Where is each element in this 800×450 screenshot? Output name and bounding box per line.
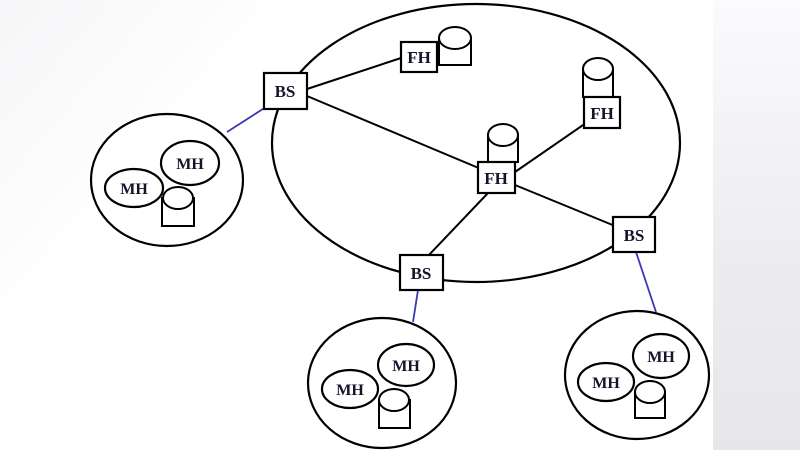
mobile-host-node: MH (376, 342, 436, 388)
mobile-host-label: MH (120, 181, 148, 198)
desktop-cylinder-icon (161, 186, 195, 227)
wired-link-bs-left-fh-center (306, 95, 482, 170)
mobile-host-label: MH (592, 375, 620, 392)
desktop-cylinder-icon (634, 380, 666, 419)
base-station-label: BS (624, 226, 645, 245)
mobile-host-node: MH (103, 167, 165, 209)
base-station-label: BS (275, 82, 296, 101)
mobile-host-label: MH (392, 358, 420, 375)
wired-link-fh-center-bs-bottom (427, 192, 489, 257)
cell-left: MH MH (89, 112, 245, 248)
fixed-host-label: FH (590, 104, 614, 123)
wired-link-fh-center-fh-right (514, 122, 587, 173)
base-station-node-right: BS (611, 215, 657, 254)
base-station-node-bottom: BS (398, 253, 445, 292)
wireless-link-bs-bottom-cell-bottom (412, 289, 419, 323)
mobile-host-label: MH (647, 349, 675, 366)
cell-bottom: MH MH (306, 316, 458, 450)
fixed-host-node-top: FH (399, 40, 439, 74)
desktop-cylinder-icon (582, 57, 614, 98)
fixed-host-node-right: FH (582, 95, 622, 130)
cell-right: MH MH (563, 309, 711, 441)
desktop-cylinder-icon (438, 26, 472, 66)
mobile-host-label: MH (176, 156, 204, 173)
desktop-cylinder-icon (487, 123, 519, 163)
fixed-host-label: FH (484, 169, 508, 188)
fixed-host-node-center: FH (476, 160, 517, 195)
wireless-link-bs-right-cell-right (635, 251, 657, 313)
wired-link-fh-center-bs-right (514, 184, 616, 227)
mobile-host-node: MH (576, 361, 636, 403)
wired-backbone-ellipse (270, 2, 682, 284)
background-right-band (713, 0, 800, 450)
mobile-host-node: MH (159, 139, 221, 187)
base-station-label: BS (411, 264, 432, 283)
fixed-host-label: FH (407, 48, 431, 67)
wireless-link-bs-left-cell-left (226, 106, 267, 133)
desktop-cylinder-icon (378, 388, 411, 429)
mobile-host-label: MH (336, 382, 364, 399)
base-station-node-left: BS (262, 71, 309, 111)
mobile-host-node: MH (320, 368, 380, 410)
mobile-host-node: MH (631, 332, 691, 380)
wired-link-bs-left-fh-top (306, 57, 402, 90)
